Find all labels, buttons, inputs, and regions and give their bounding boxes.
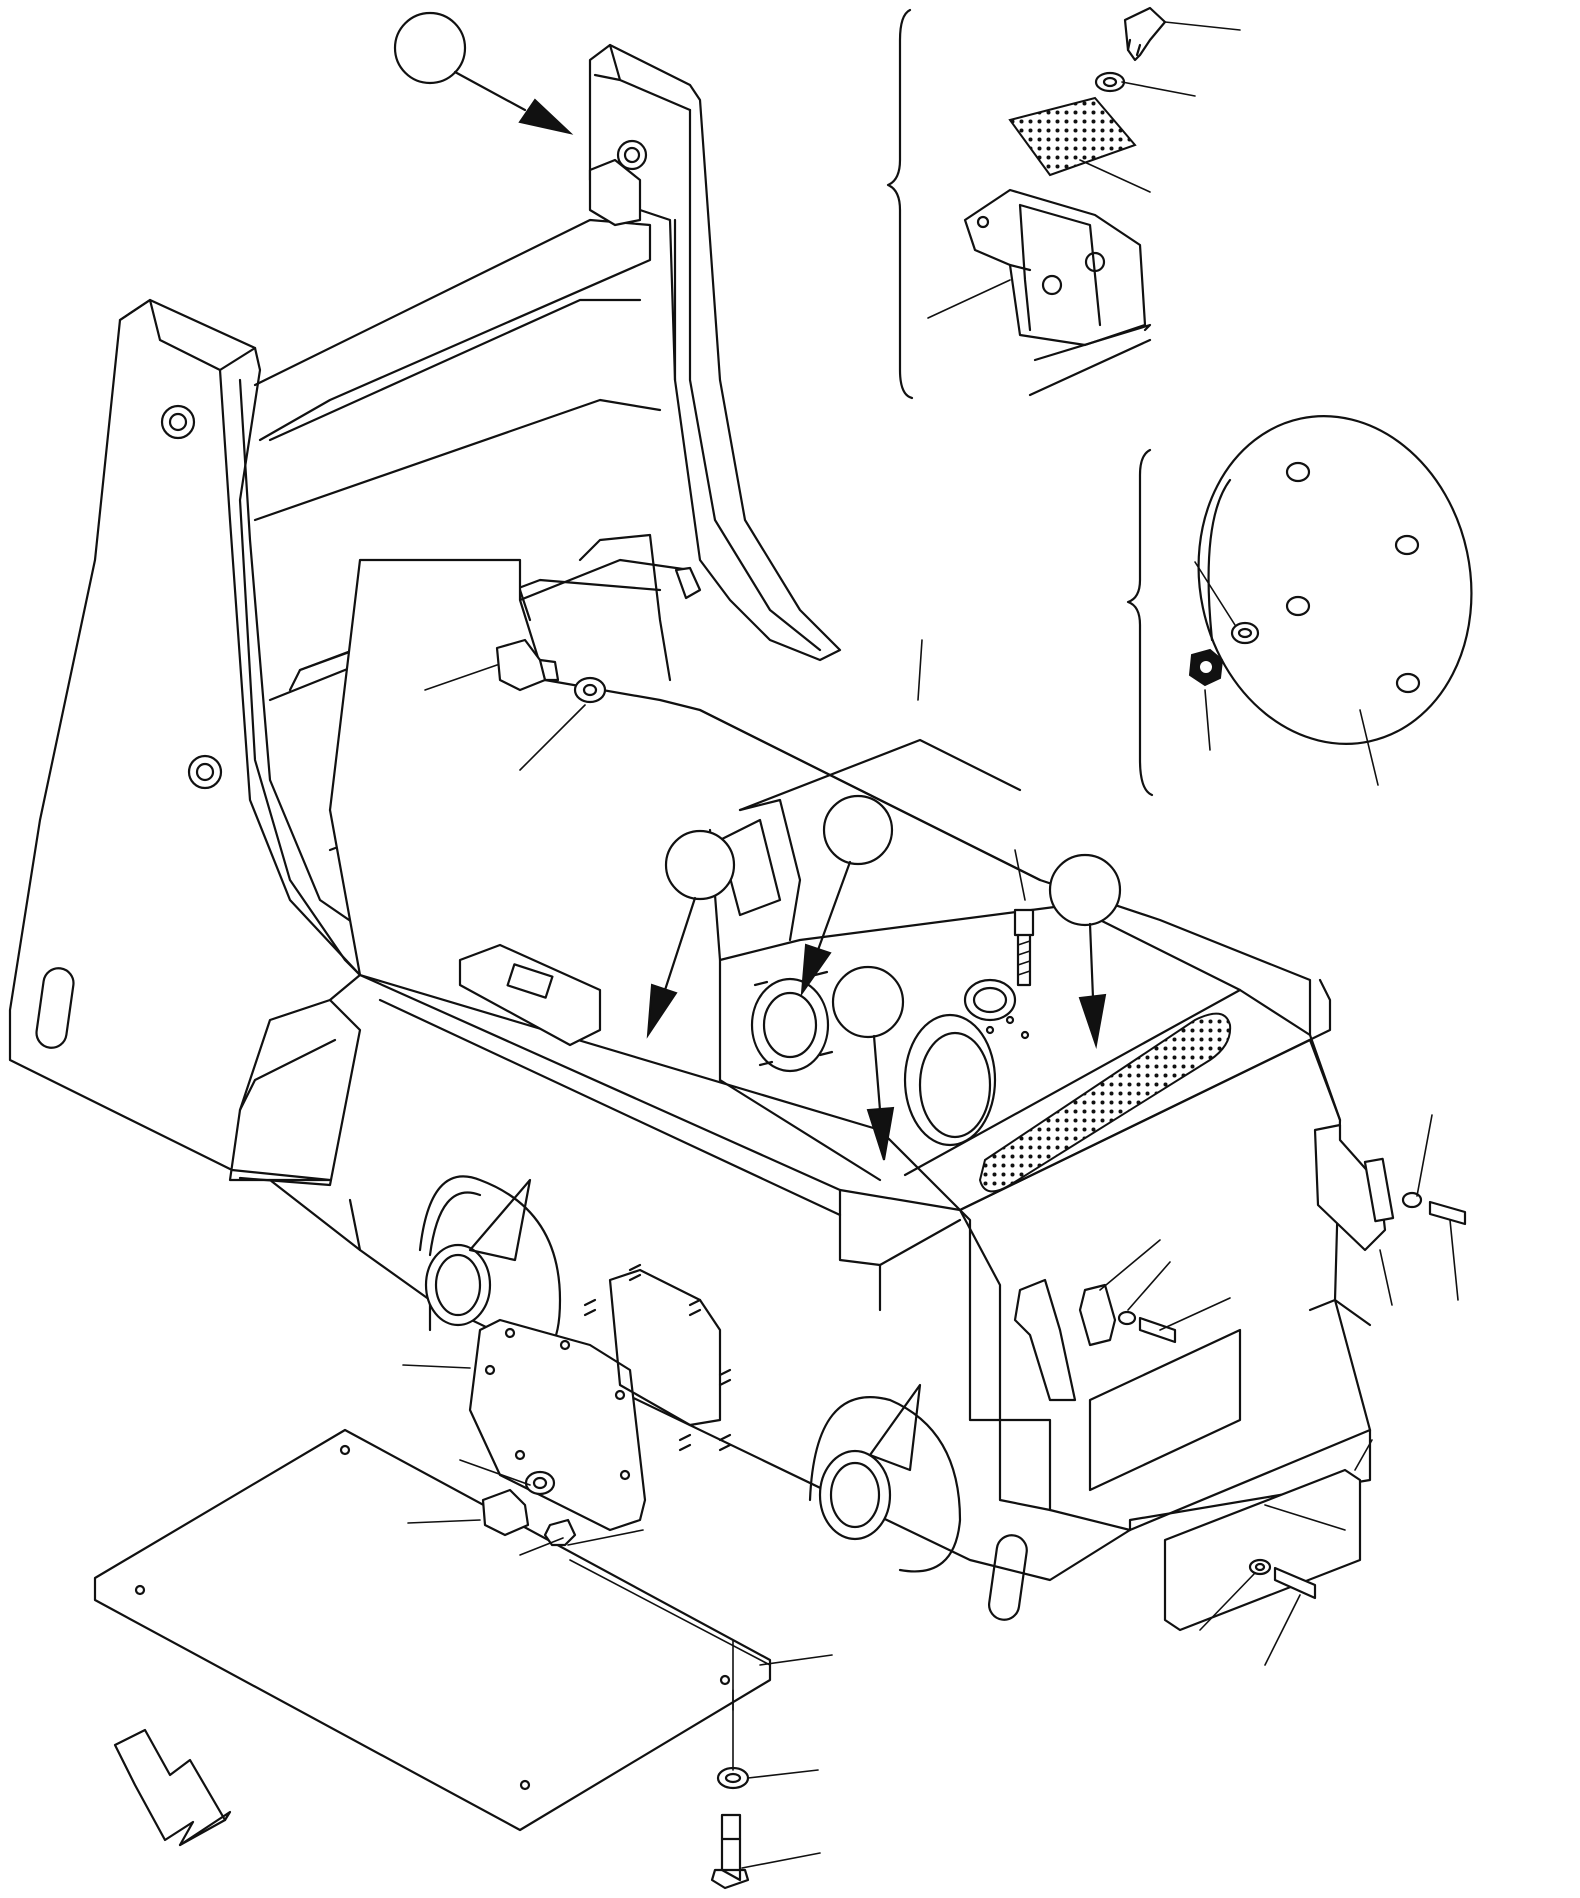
leader-lines	[402, 21, 1459, 1869]
main-frame	[8, 43, 1372, 1582]
left-slot	[35, 967, 75, 1049]
left-upright	[8, 298, 362, 1182]
top-bolt	[1013, 908, 1035, 987]
callout-3	[800, 794, 894, 997]
axle-opening-left	[418, 1175, 562, 1356]
right-hardware	[1078, 1123, 1467, 1600]
right-upright	[588, 43, 842, 662]
bottom-bolt	[710, 1766, 750, 1890]
side-bracket	[1013, 1278, 1077, 1402]
side-cover-plate	[468, 1318, 647, 1532]
plug-lower	[481, 1470, 577, 1547]
upper-crossbeam	[253, 218, 652, 442]
inset-bracket	[886, 6, 1167, 400]
plug-upper	[495, 638, 607, 704]
right-slot	[988, 1534, 1028, 1621]
bottom-cover-plate	[93, 1428, 772, 1832]
callout-4	[1048, 853, 1122, 1049]
direction-arrow-icon	[113, 1728, 227, 1847]
inner-opening	[903, 1013, 997, 1147]
callout-balloon-icon	[393, 11, 467, 85]
rear-cover-plate	[1163, 1468, 1362, 1632]
studs	[583, 1263, 732, 1452]
switch-bracket	[458, 943, 602, 1047]
rear-opening	[1088, 1328, 1242, 1492]
top-lug	[588, 158, 642, 227]
flange-hub	[750, 970, 834, 1073]
perforated-grille	[978, 1012, 1232, 1193]
inset-flange	[1126, 415, 1473, 797]
inset-brace	[886, 8, 914, 400]
left-upright-top	[118, 298, 257, 372]
bushing	[963, 978, 1017, 1022]
callout-2	[646, 829, 736, 1039]
flange-plate-icon	[1197, 415, 1473, 745]
axle-opening-right	[808, 1383, 962, 1573]
perforated-pad	[1008, 96, 1137, 177]
callout-1	[393, 11, 574, 135]
callout-5	[831, 965, 905, 1161]
